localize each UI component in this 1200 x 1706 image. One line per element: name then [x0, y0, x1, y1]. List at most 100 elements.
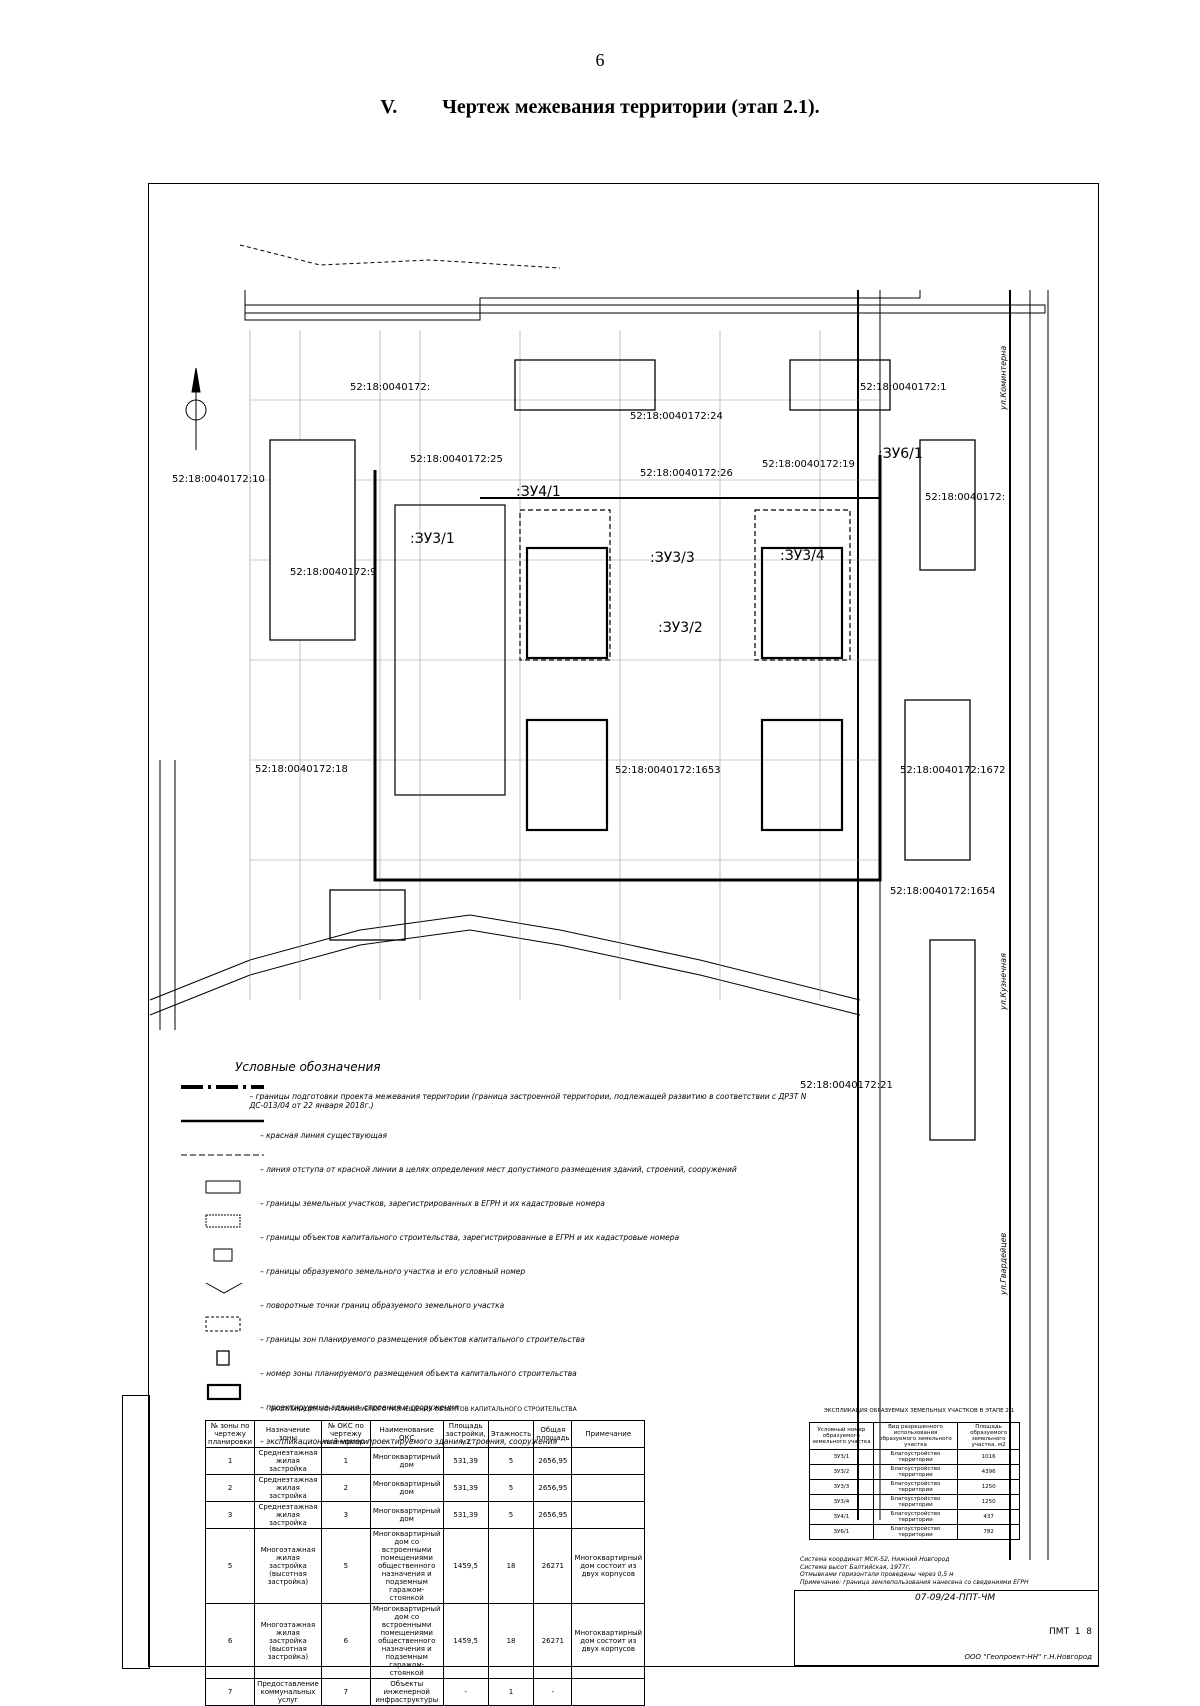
legend-item: – границы зон планируемого размещения об…: [180, 1322, 830, 1356]
road-curve: [149, 929, 861, 1016]
existing-building: [514, 359, 656, 411]
parcels-table-cell: Благоустройство территории: [872, 1509, 959, 1525]
legend-item-text: – номер зоны планируемого размещения объ…: [260, 1368, 577, 1378]
planned-building-5: [525, 546, 609, 660]
legend-symbols: [181, 1085, 264, 1401]
zones-table-cell: Многоэтажная жилая застройка (высотная з…: [254, 1528, 322, 1604]
legend-item: – границы объектов капитального строител…: [180, 1220, 830, 1254]
legend-item-text: – границы земельных участков, зарегистри…: [260, 1198, 605, 1208]
legend-item-text: – линия отступа от красной линии в целях…: [260, 1164, 737, 1174]
legend-item: – границы образуемого земельного участка…: [180, 1254, 830, 1288]
sheets-total: 8: [1086, 1627, 1092, 1637]
zones-table-cell: 5: [204, 1528, 256, 1604]
zones-table-cell: 2656,95: [533, 1474, 573, 1502]
zones-table-cell: Многоквартирный дом со встроенными помещ…: [369, 1528, 444, 1604]
cadastral-label: 52:18:0040172:: [350, 382, 430, 393]
parcel-label: :ЗУ3/2: [658, 620, 703, 636]
zones-table-cell: 5: [487, 1474, 535, 1502]
legend-item-text: – проектируемые здания, строения и соору…: [260, 1402, 459, 1412]
zone-3-1: [394, 504, 506, 796]
table1-caption: ЭКСПЛИКАЦИЯ ЗОН ПЛАНИРУЕМОГО РАЗМЕЩЕНИЯ …: [270, 1406, 577, 1413]
parcels-table-header: Площадь образуемого земельного участка, …: [957, 1422, 1020, 1450]
zones-table-cell: Многоквартирный дом: [369, 1474, 444, 1502]
zones-table-cell: Предоставление коммунальных услуг: [254, 1678, 322, 1706]
existing-building: [329, 889, 406, 941]
road-curve: [149, 914, 861, 1001]
legend-item-text: – границы зон планируемого размещения об…: [260, 1334, 585, 1344]
zones-table-cell: Среднеэтажная жилая застройка: [254, 1474, 322, 1502]
zones-table-header: № ОКС по чертежу планировки: [320, 1420, 371, 1448]
parcels-table-cell: Благоустройство территории: [872, 1449, 959, 1465]
zones-table-cell: 1: [320, 1447, 371, 1475]
cadastral-label: 52:18:0040172:18: [255, 764, 348, 775]
parcels-table-cell: ЗУ4/1: [809, 1509, 874, 1525]
parcels-table-header: Вид разрешенного использования образуемо…: [872, 1422, 959, 1450]
cadastral-label: 52:18:0040172:1654: [890, 886, 996, 897]
zones-table-cell: -: [442, 1678, 489, 1706]
parcels-table-cell: 4396: [957, 1464, 1020, 1480]
zones-table-cell: Многоквартирный дом состоит из двух корп…: [571, 1603, 646, 1679]
note: Отмывками горизонтали проведены через 0,…: [800, 1571, 954, 1578]
page-number: 6: [595, 50, 605, 70]
parcels-table-header: Условный номер образуемого земельного уч…: [809, 1422, 874, 1450]
utility-strip: [244, 304, 1046, 314]
section-title: Чертеж межевания территории (этап 2.1).: [442, 96, 820, 118]
cadastral-label: 52:18:0040172:9: [290, 567, 376, 578]
street-label: ул.Кузнечная: [999, 953, 1008, 1011]
cadastral-label: 52:18:0040172:1672: [900, 765, 1006, 776]
legend-item-text: – границы подготовки проекта межевания т…: [249, 1092, 807, 1110]
zones-table-cell: [571, 1501, 646, 1529]
zones-table-cell: 26271: [533, 1528, 573, 1604]
cadastral-label: 52:18:0040172:1653: [615, 765, 721, 776]
zones-table-cell: [571, 1678, 646, 1706]
zones-table-cell: 2: [320, 1474, 371, 1502]
parcels-table-cell: Благоустройство территории: [872, 1494, 959, 1510]
zones-table-cell: Объекты инженерной инфраструктуры: [369, 1678, 444, 1706]
street-label: ул.Коминтерна: [999, 346, 1008, 411]
zones-table-cell: -: [533, 1678, 573, 1706]
parcels-table-cell: Благоустройство территории: [872, 1524, 959, 1540]
zones-table-cell: 7: [320, 1678, 371, 1706]
cadastral-label: 52:18:0040172:21: [800, 1080, 893, 1091]
zones-table-cell: 2656,95: [533, 1501, 573, 1529]
parcels-table-cell: ЗУ3/3: [809, 1479, 874, 1495]
zones-table-cell: 6: [204, 1603, 256, 1679]
legend-item: – границы земельных участков, зарегистри…: [180, 1186, 830, 1220]
zones-table-header: Назначение зоны: [254, 1420, 322, 1448]
zones-table-header: Этажность: [487, 1420, 535, 1448]
approval-strip: [122, 1395, 150, 1669]
parcel-label: :ЗУ3/3: [650, 550, 695, 566]
zones-table-header: Примечание: [571, 1420, 646, 1448]
planned-building-5b: [525, 718, 609, 832]
sheet-info: ПМТ 1 8: [1049, 1627, 1092, 1637]
zones-table-cell: 26271: [533, 1603, 573, 1679]
parcel-label: :ЗУ6/1: [878, 446, 923, 462]
zones-table-cell: Среднеэтажная жилая застройка: [254, 1447, 322, 1475]
legend-title: Условные обозначения: [235, 1060, 381, 1074]
zones-table-cell: 2656,95: [533, 1447, 573, 1475]
sheet-number: 1: [1074, 1627, 1081, 1637]
note: Система высот Балтийская, 1977г.: [800, 1563, 911, 1571]
zones-table-cell: 3: [320, 1501, 371, 1529]
zones-table-cell: 2: [204, 1474, 256, 1502]
zones-table-cell: 5: [320, 1528, 371, 1604]
cadastral-label: 52:18:0040172:: [925, 492, 1005, 503]
legend: Условные обозначения – границы подготовк…: [180, 1060, 830, 1458]
legend-item-text: – границы образуемого земельного участка…: [260, 1266, 526, 1276]
drawing-code: 07-09/24-ППТ-ЧМ: [915, 1593, 996, 1603]
note: Система координат МСК-52, Нижний Новгоро…: [800, 1556, 950, 1563]
planned-building-6b: [760, 718, 844, 832]
parcels-table-cell: ЗУ3/2: [809, 1464, 874, 1480]
parcels-table-cell: ЗУ6/1: [809, 1524, 874, 1540]
zones-table-cell: Многоквартирный дом состоит из двух корп…: [571, 1528, 646, 1604]
cadastral-label: 52:18:0040172:25: [410, 454, 503, 465]
